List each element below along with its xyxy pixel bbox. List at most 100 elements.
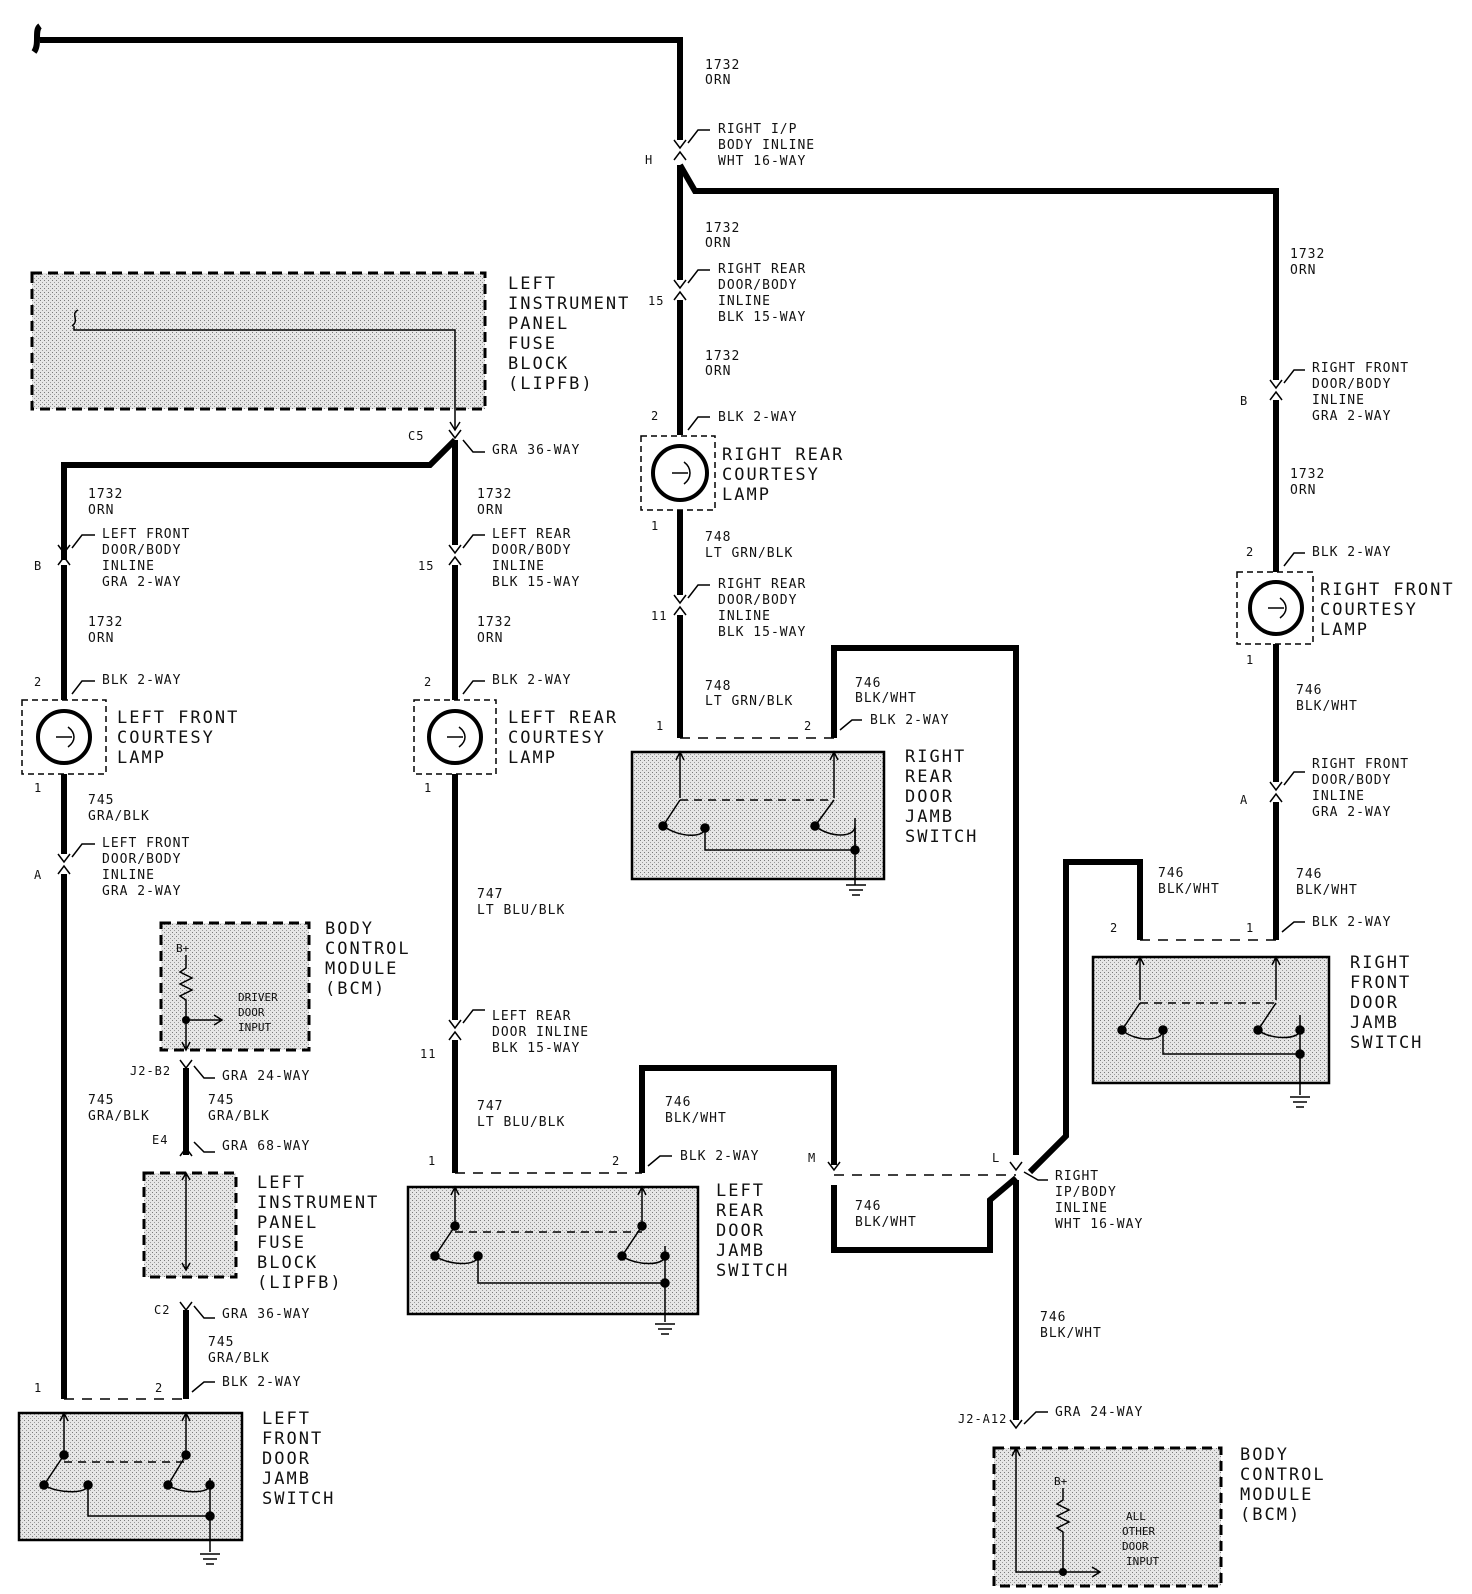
svg-text:INLINE: INLINE [718,294,771,309]
lamp-connector-leader [462,680,485,695]
wire-746-rr-switch [831,645,1019,1155]
svg-text:LEFT: LEFT [508,274,557,294]
wire-label-1732: 1732 [88,487,123,502]
wire-label-747: 747 [477,1099,503,1114]
svg-text:INPUT: INPUT [1126,1555,1159,1568]
node-dot [1059,1568,1067,1576]
svg-text:BODY INLINE: BODY INLINE [718,138,815,153]
svg-text:ALL: ALL [1126,1510,1146,1523]
pin-j2-b2: J2-B2 [130,1064,171,1078]
svg-text:RIGHT: RIGHT [905,747,966,767]
left-front-door-body-inline-label: LEFT FRONT DOOR/BODY INLINE GRA 2-WAY [102,527,189,590]
wire-label-745: 745 [208,1335,234,1350]
wire-label-blk-wht: BLK/WHT [1296,699,1358,714]
connector-a-chevron [1269,781,1283,803]
wire-label-746: 746 [855,1199,881,1214]
svg-text:BLK 15-WAY: BLK 15-WAY [718,625,806,640]
pin-a: A [1240,793,1248,807]
wire-746-lr-switch [639,1065,837,1173]
connector-b-leader [1283,369,1305,384]
connector-e4-chevron [179,1146,193,1157]
connector-c2-chevron [179,1301,193,1312]
svg-text:RIGHT FRONT: RIGHT FRONT [1312,757,1409,772]
connector-m-chevron [827,1161,841,1172]
svg-text:LAMP: LAMP [1320,620,1369,640]
svg-text:PANEL: PANEL [257,1213,318,1233]
wire-label-1732: 1732 [477,615,512,630]
input-arrow [186,1014,224,1026]
pin-2: 2 [34,675,42,689]
lipfb-bottom-label: LEFT INSTRUMENT PANEL FUSE BLOCK (LIPFB) [257,1173,379,1293]
wire-1732-to-right-front [677,163,1279,380]
switch-internals [658,750,860,885]
svg-text:JAMB: JAMB [1350,1013,1399,1033]
right-front-door-jamb-switch-label: RIGHT FRONT DOOR JAMB SWITCH [1350,953,1421,1053]
pin-1: 1 [34,1381,42,1395]
wire-label-orn: ORN [88,631,114,646]
left-front-door-jamb-switch [17,1411,244,1542]
switch-internals [39,1411,215,1552]
wire-label-orn: ORN [1290,483,1316,498]
connector-leader [647,1155,672,1167]
connector-leader [839,719,862,731]
svg-text:COURTESY: COURTESY [1320,600,1418,620]
svg-text:DOOR: DOOR [905,787,954,807]
all-other-door-input-label: ALL OTHER DOOR INPUT [1122,1510,1159,1568]
connector-leader [193,1305,215,1319]
connector-h-chevron [673,139,687,161]
resistor-icon [1055,1488,1071,1572]
svg-text:DOOR: DOOR [716,1221,765,1241]
svg-text:COURTESY: COURTESY [117,728,215,748]
svg-text:DOOR: DOOR [1122,1540,1149,1553]
svg-text:LEFT FRONT: LEFT FRONT [117,708,239,728]
connector-b-leader [71,534,95,549]
svg-text:RIGHT I/P: RIGHT I/P [718,122,797,137]
connector-15-chevron [448,544,462,566]
left-front-courtesy-lamp-label: LEFT FRONT COURTESY LAMP [117,708,239,768]
pin-2: 2 [155,1381,163,1395]
wire-label-lt-blu-blk: LT BLU/BLK [477,903,565,918]
wire-label-1732: 1732 [1290,247,1325,262]
pin-h: H [645,153,653,167]
svg-text:WHT 16-WAY: WHT 16-WAY [1055,1217,1143,1232]
wire-label-lt-grn-blk: LT GRN/BLK [705,546,793,561]
svg-text:LEFT REAR: LEFT REAR [508,708,618,728]
svg-text:WHT 16-WAY: WHT 16-WAY [718,154,806,169]
pin-c5: C5 [408,429,424,443]
svg-text:(BCM): (BCM) [325,979,386,999]
pin-15: 15 [648,294,664,308]
svg-text:INSTRUMENT: INSTRUMENT [257,1193,379,1213]
wire-746-rf-switch-pin2 [1027,859,1143,1175]
filament-icon [447,726,466,748]
wire-label-1732: 1732 [1290,467,1325,482]
pin-2: 2 [1246,545,1254,559]
svg-text:GRA 2-WAY: GRA 2-WAY [1312,805,1391,820]
ground-icon [200,1553,220,1565]
connector-b-chevron [57,544,71,566]
pin-1: 1 [1246,921,1254,935]
svg-text:DOOR: DOOR [238,1006,265,1019]
svg-text:GRA 2-WAY: GRA 2-WAY [102,575,181,590]
pin-1: 1 [428,1154,436,1168]
connector-15-leader [462,534,485,549]
svg-text:INLINE: INLINE [102,868,155,883]
pin-1: 1 [1246,653,1254,667]
connector-j2b2-chevron [179,1059,193,1070]
pin-2: 2 [424,675,432,689]
svg-text:SWITCH: SWITCH [262,1489,335,1509]
pin-j2-a12: J2-A12 [958,1412,1007,1426]
svg-text:FUSE: FUSE [508,334,557,354]
fuse-icon [71,309,456,430]
wire-label-745: 745 [208,1093,234,1108]
svg-text:DOOR: DOOR [262,1449,311,1469]
svg-text:DOOR/BODY: DOOR/BODY [102,543,181,558]
left-front-door-body-inline-label-2: LEFT FRONT DOOR/BODY INLINE GRA 2-WAY [102,836,189,899]
wire-label-gra-blk: GRA/BLK [208,1351,270,1366]
svg-text:INPUT: INPUT [238,1021,271,1034]
svg-text:DOOR/BODY: DOOR/BODY [492,543,571,558]
right-front-door-jamb-switch [1091,955,1331,1085]
pin-b: B [1240,394,1248,408]
svg-text:OTHER: OTHER [1122,1525,1155,1538]
lipfb-top-label: LEFT INSTRUMENT PANEL FUSE BLOCK (LIPFB) [508,274,628,394]
